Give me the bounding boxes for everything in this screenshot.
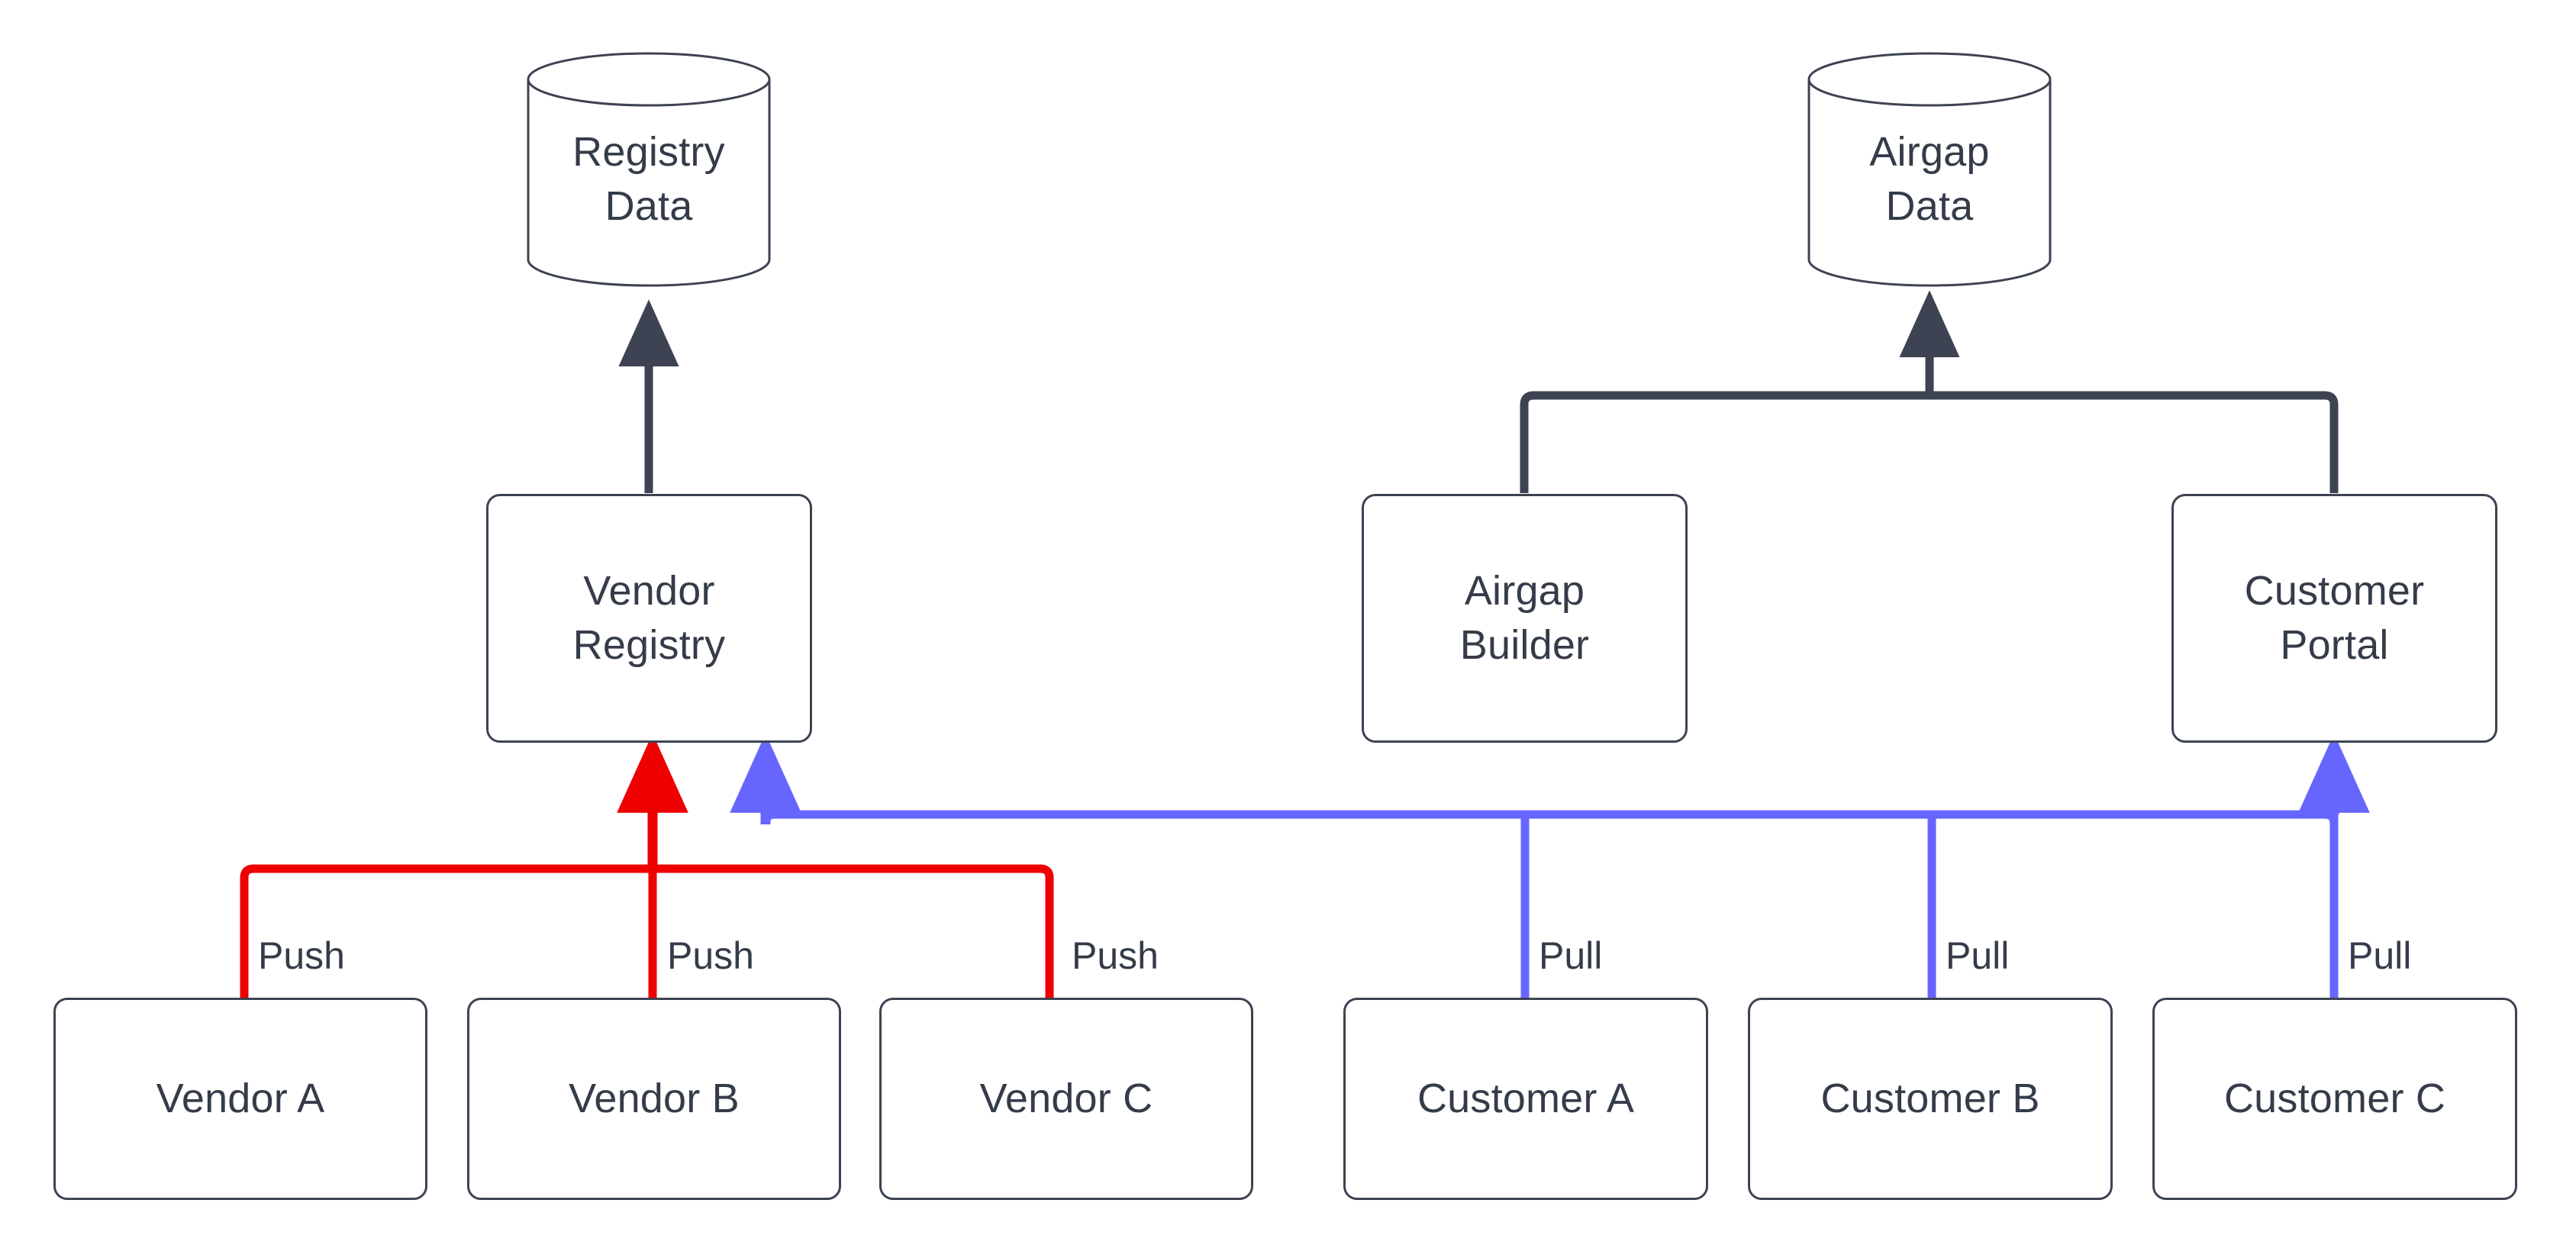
datastore-airgap-data[interactable]: Airgap Data [1807, 52, 2052, 287]
node-customer-a-label: Customer A [1417, 1075, 1635, 1121]
node-customer-c[interactable]: Customer C [2152, 998, 2517, 1200]
node-airgap-builder[interactable]: Airgap Builder [1362, 494, 1688, 743]
datastore-airgap-data-line1: Airgap [1869, 128, 1990, 175]
cylinder-shape-airgap-data [1807, 52, 2052, 287]
datastore-registry-data-line1: Registry [572, 128, 725, 175]
edge-label-pull-customer-c: Pull [2348, 934, 2412, 977]
datastore-registry-data[interactable]: Registry Data [527, 52, 771, 287]
node-customer-portal-line2: Portal [2280, 622, 2389, 668]
node-vendor-a-label: Vendor A [156, 1075, 325, 1121]
node-vendor-b-label: Vendor B [569, 1075, 740, 1121]
node-customer-b[interactable]: Customer B [1748, 998, 2113, 1200]
edge-label-push-vendor-a: Push [258, 934, 345, 977]
datastore-airgap-data-line2: Data [1885, 183, 1974, 229]
cylinder-shape-registry-data [527, 52, 771, 287]
edge-pull-bus [761, 810, 2339, 825]
edge-label-pull-customer-a: Pull [1539, 934, 1603, 977]
datastore-registry-data-line2: Data [605, 183, 693, 229]
node-vendor-registry[interactable]: Vendor Registry [486, 494, 812, 743]
edge-label-pull-customer-b: Pull [1946, 934, 2010, 977]
edge-airgap-builder-to-airgap-data [1520, 391, 2339, 493]
node-vendor-a[interactable]: Vendor A [53, 998, 427, 1200]
edge-label-push-vendor-c: Push [1072, 934, 1159, 977]
node-customer-a[interactable]: Customer A [1343, 998, 1708, 1200]
node-airgap-builder-line2: Builder [1459, 622, 1590, 668]
datastore-airgap-data-label: Airgap Data [1869, 105, 1989, 234]
node-vendor-registry-line2: Registry [572, 622, 726, 668]
edge-push-vendor-a [240, 864, 1054, 998]
node-vendor-registry-line1: Vendor [583, 567, 715, 614]
node-airgap-builder-label: Airgap Builder [1460, 564, 1590, 673]
node-vendor-c[interactable]: Vendor C [879, 998, 1253, 1200]
node-customer-portal-label: Customer Portal [2245, 564, 2425, 673]
node-customer-portal[interactable]: Customer Portal [2171, 494, 2497, 743]
node-airgap-builder-line1: Airgap [1464, 567, 1585, 614]
node-vendor-c-label: Vendor C [979, 1075, 1153, 1121]
node-vendor-b[interactable]: Vendor B [467, 998, 841, 1200]
node-customer-portal-line1: Customer [2244, 567, 2425, 614]
datastore-registry-data-label: Registry Data [572, 105, 725, 234]
node-customer-b-label: Customer B [1820, 1075, 2040, 1121]
node-customer-c-label: Customer C [2223, 1075, 2446, 1121]
edge-label-push-vendor-b: Push [667, 934, 754, 977]
node-vendor-registry-label: Vendor Registry [573, 564, 726, 673]
